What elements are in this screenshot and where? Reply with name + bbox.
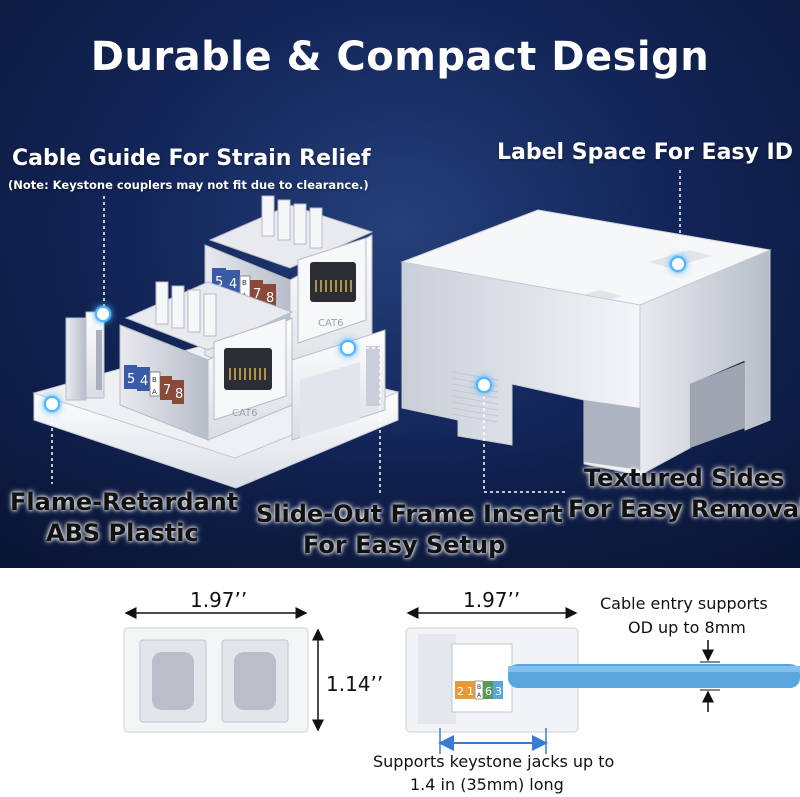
dimension-drawings: 2 1 B A 6 3 [123, 607, 800, 754]
callout-label-space: Label Space For Easy ID [497, 140, 793, 165]
side-jack-label: 2 1 B A 6 3 [455, 680, 503, 700]
dimensions-section: 2 1 B A 6 3 1.97’’ 1.14’’ [0, 568, 800, 797]
svg-text:8: 8 [266, 291, 274, 306]
svg-text:1: 1 [467, 685, 474, 698]
keystone-jack-front: 5 4 B A 7 8 CAT6 [119, 281, 294, 441]
jack-support-line1: Supports keystone jacks up to [373, 752, 615, 771]
callout-cable-guide-note: (Note: Keystone couplers may not fit due… [8, 178, 369, 192]
callout-slide-line1: Slide-Out Frame Insert [256, 500, 563, 528]
svg-text:2: 2 [457, 685, 464, 698]
callout-slide-line2: For Easy Setup [303, 531, 506, 559]
svg-text:A: A [477, 692, 482, 699]
product-illustration: 5 4 B A 7 8 [32, 170, 772, 496]
svg-text:CAT6: CAT6 [232, 408, 258, 419]
callout-dot-textured [476, 377, 492, 393]
headline: Durable & Compact Design [90, 34, 710, 80]
svg-text:4: 4 [140, 374, 148, 389]
callout-flame-line1: Flame-Retardant [10, 488, 239, 516]
base-with-jacks: 5 4 B A 7 8 [32, 195, 400, 489]
svg-text:6: 6 [485, 685, 492, 698]
front-width-label: 1.97’’ [190, 588, 248, 612]
svg-text:5: 5 [215, 275, 223, 290]
front-height-label: 1.14’’ [326, 672, 384, 696]
front-view [123, 607, 324, 733]
side-view: 2 1 B A 6 3 [405, 607, 800, 754]
svg-text:B: B [242, 279, 247, 287]
callout-textured-line1: Textured Sides [584, 464, 785, 492]
callout-dot-cable-guide [95, 306, 111, 322]
rj45-port-back [310, 262, 356, 302]
svg-text:3: 3 [495, 685, 502, 698]
callout-dot-flame [44, 396, 60, 412]
hero-banner: Durable & Compact Design [0, 0, 800, 568]
callout-dot-label-space [670, 256, 686, 272]
cable-guide-post [65, 317, 87, 401]
svg-text:B: B [477, 684, 481, 691]
callout-flame-line2: ABS Plastic [46, 519, 199, 547]
svg-text:A: A [152, 388, 157, 396]
callout-connectors [51, 170, 681, 496]
svg-text:7: 7 [163, 383, 171, 398]
side-width-label: 1.97’’ [463, 588, 521, 612]
callout-cable-guide: Cable Guide For Strain Relief [12, 146, 371, 171]
jack-color-label-front: 5 4 B A 7 8 [124, 365, 184, 404]
svg-text:CAT6: CAT6 [318, 318, 344, 329]
svg-text:4: 4 [229, 277, 237, 292]
svg-text:8: 8 [175, 387, 183, 402]
jack-color-label-back: 5 4 B A 7 8 [212, 268, 276, 308]
callout-textured-line2: For Easy Removal [568, 495, 800, 523]
svg-text:B: B [152, 376, 157, 384]
cable-entry-line1: Cable entry supports [600, 594, 768, 613]
cable-entry-line2: OD up to 8mm [628, 618, 746, 637]
callout-dot-slide [340, 340, 356, 356]
svg-text:7: 7 [253, 287, 261, 302]
jack-support-line2: 1.4 in (35mm) long [410, 775, 564, 794]
svg-text:5: 5 [127, 372, 135, 387]
enclosure-cover [400, 209, 772, 476]
textured-grip [451, 371, 499, 423]
